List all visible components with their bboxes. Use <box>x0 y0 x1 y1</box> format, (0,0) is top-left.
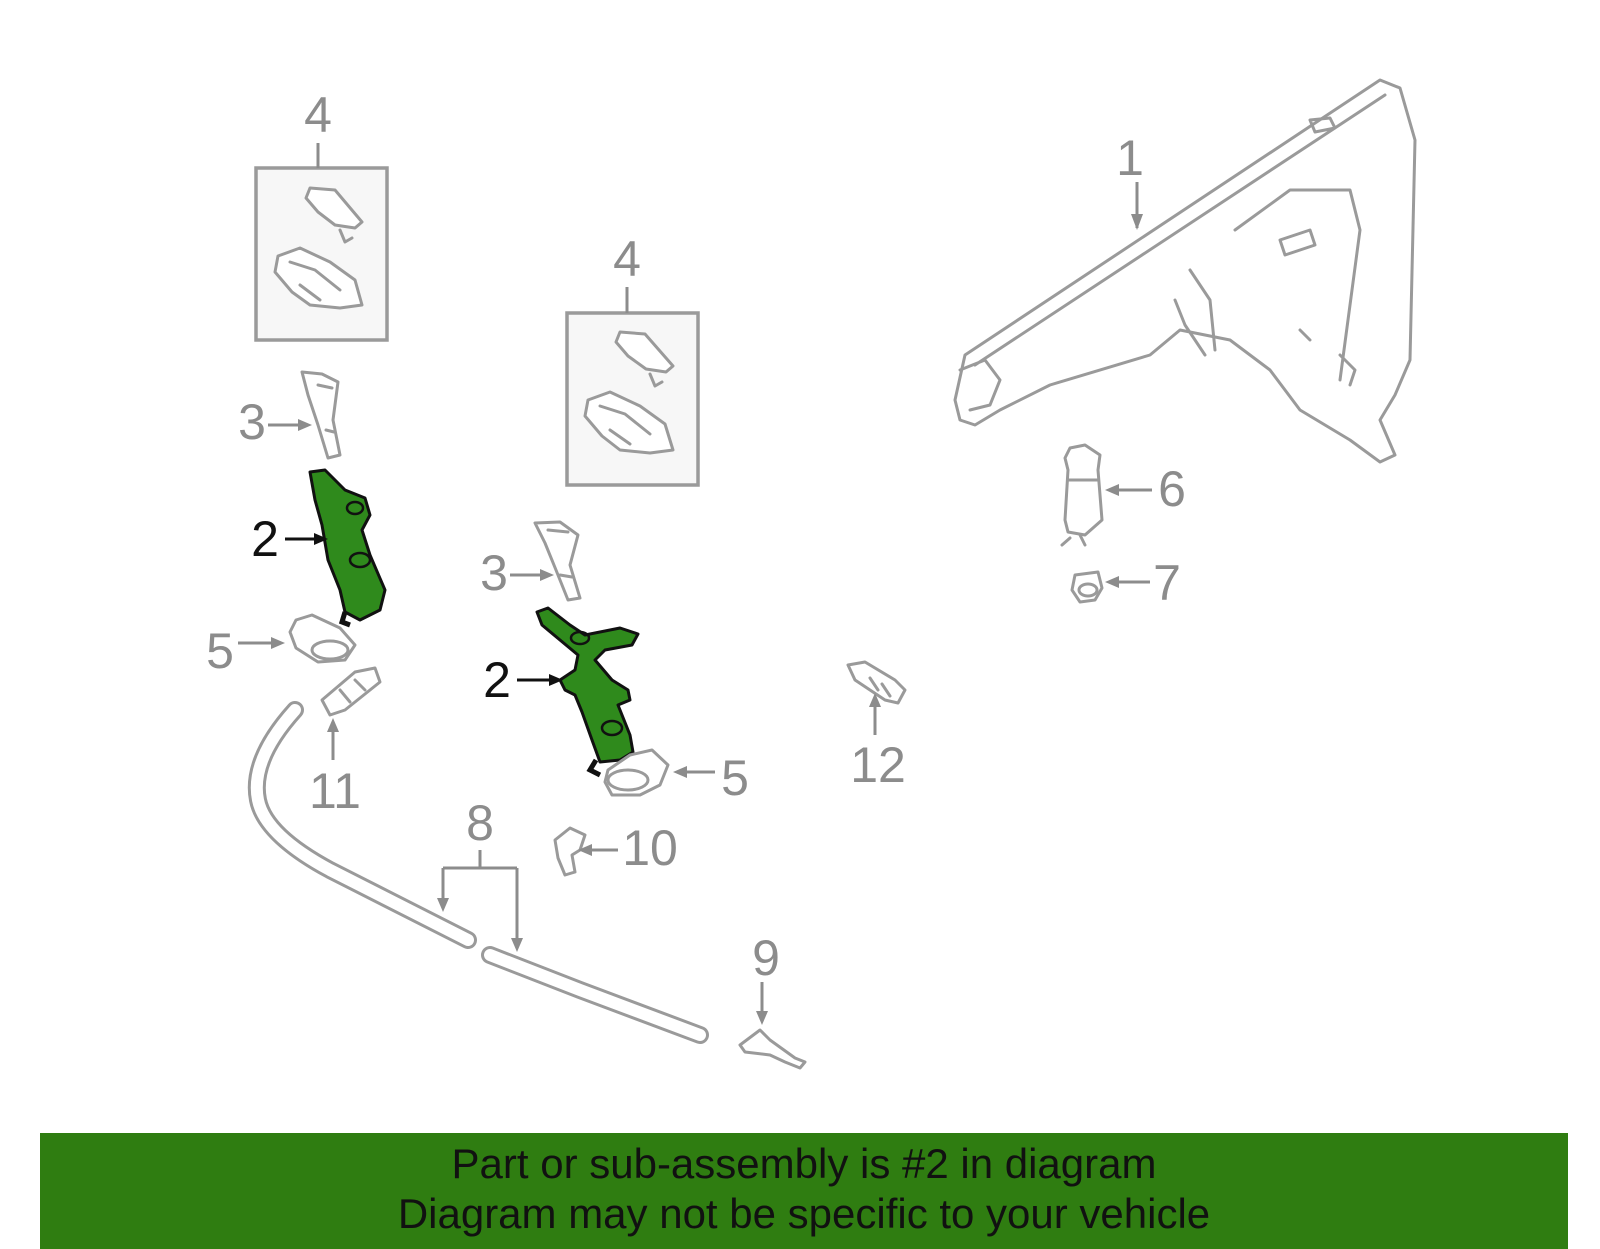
mount-right[interactable]: 5 <box>603 748 749 806</box>
callout-10: 10 <box>622 820 678 876</box>
leader-8 <box>441 850 519 945</box>
arrowhead-5-left <box>271 637 285 649</box>
clip-10-part[interactable]: 10 <box>553 820 678 877</box>
bracket-right[interactable]: 3 <box>480 520 582 602</box>
callout-9: 9 <box>752 930 780 986</box>
highlighted-part-2-left[interactable]: 2 <box>251 468 387 628</box>
connector-9-part[interactable]: 9 <box>738 930 807 1070</box>
arrowhead-2-left <box>314 533 328 545</box>
callout-7: 7 <box>1153 555 1181 611</box>
hose-part[interactable]: 8 <box>247 701 709 1044</box>
callout-12: 12 <box>850 737 906 793</box>
arrowhead-12 <box>869 693 881 707</box>
callout-2-right: 2 <box>483 652 511 708</box>
callout-6: 6 <box>1158 461 1186 517</box>
banner-line-disclaimer: Diagram may not be specific to your vehi… <box>397 1190 1211 1237</box>
nozzle-cover-kit-left[interactable]: 4 <box>254 87 389 342</box>
arrowhead-7 <box>1105 576 1119 588</box>
arrowhead-3-right <box>540 569 554 581</box>
grommet-part[interactable]: 7 <box>1070 555 1181 611</box>
callout-5-right: 5 <box>721 750 749 806</box>
arrowhead-6 <box>1105 484 1119 496</box>
callout-4-left: 4 <box>304 87 332 143</box>
arrowhead-10 <box>578 844 592 856</box>
callout-2-left: 2 <box>251 511 279 567</box>
bracket-left[interactable]: 3 <box>238 370 342 460</box>
callout-8: 8 <box>466 795 494 851</box>
callout-5-left: 5 <box>206 623 234 679</box>
arrowhead-8b <box>511 938 523 952</box>
arrowhead-2-right <box>549 674 563 686</box>
callout-11: 11 <box>309 763 361 819</box>
arrowhead-5-right <box>673 766 687 778</box>
arrowhead-11 <box>327 718 339 732</box>
connector-12-part[interactable]: 12 <box>846 660 907 793</box>
info-banner: Part or sub-assembly is #2 in diagram Di… <box>40 1133 1568 1249</box>
arrowhead-9 <box>756 1011 768 1025</box>
callout-3-right: 3 <box>480 545 508 601</box>
banner-line-part-info: Part or sub-assembly is #2 in diagram <box>451 1140 1157 1187</box>
highlighted-part-2-right[interactable]: 2 <box>483 606 640 778</box>
callout-4-right: 4 <box>613 231 641 287</box>
callout-1: 1 <box>1116 130 1144 186</box>
washer-reservoir-part[interactable]: 1 <box>953 78 1417 464</box>
connector-11-part[interactable]: 11 <box>309 666 382 819</box>
arrowhead-8a <box>437 898 449 912</box>
washer-pump-part[interactable]: 6 <box>1060 443 1186 547</box>
arrowhead-3-left <box>298 419 312 431</box>
arrowhead-1 <box>1131 214 1143 230</box>
mount-left[interactable]: 5 <box>206 613 357 679</box>
nozzle-cover-kit-right[interactable]: 4 <box>565 231 700 487</box>
callout-3-left: 3 <box>238 394 266 450</box>
